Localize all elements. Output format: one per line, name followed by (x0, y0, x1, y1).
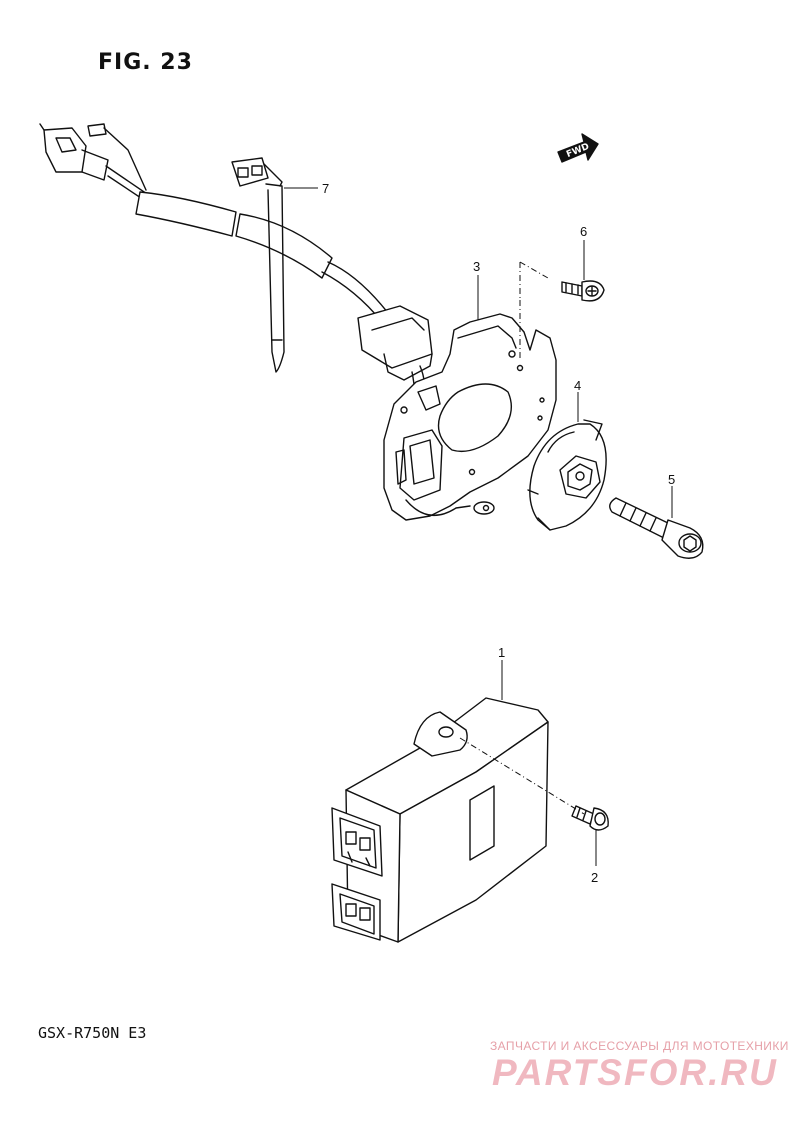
wiring-harness (40, 124, 436, 444)
callout-2: 2 (591, 870, 598, 885)
leader-lines (284, 188, 672, 866)
igniter-unit (332, 698, 548, 942)
signal-generator-plate (384, 314, 556, 520)
callout-4: 4 (574, 378, 581, 393)
callout-6: 6 (580, 224, 587, 239)
callout-numbers: 7 3 4 5 6 1 2 (322, 181, 675, 885)
forward-direction-arrow (558, 134, 598, 162)
model-code: GSX-R750N E3 (38, 1024, 147, 1042)
bolt (610, 498, 703, 558)
screw-2 (572, 806, 608, 830)
callout-7: 7 (322, 181, 329, 196)
watermark-subtitle: ЗАПЧАСТИ И АКСЕССУАРЫ ДЛЯ МОТОТЕХНИКИ (490, 1039, 789, 1053)
figure-title: FIG. 23 (98, 50, 193, 75)
screw-6 (562, 281, 604, 301)
watermark-logo: PARTSFOR.RU (492, 1052, 778, 1093)
rotor (528, 420, 606, 530)
callout-3: 3 (473, 259, 480, 274)
callout-1: 1 (498, 645, 505, 660)
cable-tie (232, 158, 284, 372)
callout-5: 5 (668, 472, 675, 487)
